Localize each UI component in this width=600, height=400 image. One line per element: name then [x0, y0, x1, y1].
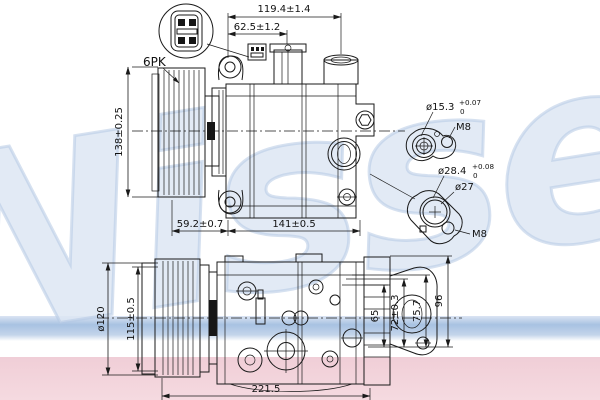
- port-large-to-body-leader: [369, 173, 416, 200]
- dim-belt-diameter-label: 115±0.5: [126, 297, 137, 340]
- compressor-body-bottom: [216, 253, 391, 392]
- dim-pulley-depth-label: 59.2±0.7: [177, 219, 224, 230]
- pulley-bottom-view: [141, 258, 218, 378]
- port-small-tol-lower: 0: [460, 107, 465, 116]
- body-connector: [247, 43, 267, 61]
- port-small-detail: ø15.3 +0.07 0 M8: [405, 98, 481, 162]
- port-large-thread-label: M8: [472, 229, 487, 240]
- dim-65-label: 65: [370, 310, 381, 323]
- belt-leader: [162, 67, 180, 84]
- pulley-side-view: [151, 67, 220, 198]
- bottom-view-right-dimensions: 65 72±0.3 75.7 96: [342, 255, 453, 348]
- port-small-leader: [420, 111, 434, 137]
- belt-type-label: 6PK: [143, 55, 167, 69]
- port-small-tol-upper: +0.07: [459, 98, 481, 107]
- center-fitting: [269, 43, 307, 85]
- brand-blue-band: [0, 316, 600, 341]
- port-large-tol-upper: +0.08: [472, 162, 494, 171]
- dim-72-label: 72±0.3: [390, 294, 401, 331]
- dim-96-label: 96: [434, 295, 445, 308]
- top-view-dimensions: 119.4±1.4 62.5±1.2 6PK 138±0.25 59.2±0.7…: [114, 4, 361, 236]
- connector-detail-callout: [158, 3, 250, 59]
- dim-port-offset-label: 62.5±1.2: [234, 22, 281, 33]
- bottom-view: ø120 115±0.5 65 72±0.3 75.7 96: [96, 253, 462, 400]
- port-large-detail: ø28.4 +0.08 0 ø27 M8: [369, 162, 494, 245]
- top-view: 119.4±1.4 62.5±1.2 6PK 138±0.25 59.2±0.7…: [114, 4, 405, 236]
- dim-body-length-label: 141±0.5: [272, 219, 315, 230]
- bottom-view-length-dimension: 221.5: [161, 378, 371, 400]
- dim-total-width-label: 119.4±1.4: [258, 4, 311, 15]
- port-large-leader: [432, 175, 445, 199]
- port-large-tol-lower: 0: [473, 171, 478, 180]
- dim-75-label: 75.7: [412, 300, 423, 322]
- port-large-inner-diameter-label: ø27: [455, 182, 474, 193]
- port-small-diameter-label: ø15.3: [426, 102, 454, 113]
- bottom-boss: [337, 188, 357, 206]
- bottom-view-left-dimensions: ø120 115±0.5: [96, 262, 158, 376]
- port-small-flange-art: [405, 128, 457, 162]
- dim-height-label: 138±0.25: [114, 107, 125, 157]
- port-small-thread-label: M8: [456, 122, 471, 133]
- dim-total-length-label: 221.5: [252, 384, 281, 395]
- rear-lug: [355, 110, 375, 130]
- dim-pulley-diameter-label: ø120: [96, 306, 107, 331]
- port-large-diameter-label: ø28.4: [438, 166, 466, 177]
- port-large-flange-art: [406, 190, 463, 245]
- detail-circle: [158, 3, 214, 59]
- compressor-body-side: [217, 43, 375, 219]
- rear-boss: [327, 137, 361, 171]
- connector-plug-icon: [170, 10, 203, 52]
- rear-port: [323, 54, 359, 85]
